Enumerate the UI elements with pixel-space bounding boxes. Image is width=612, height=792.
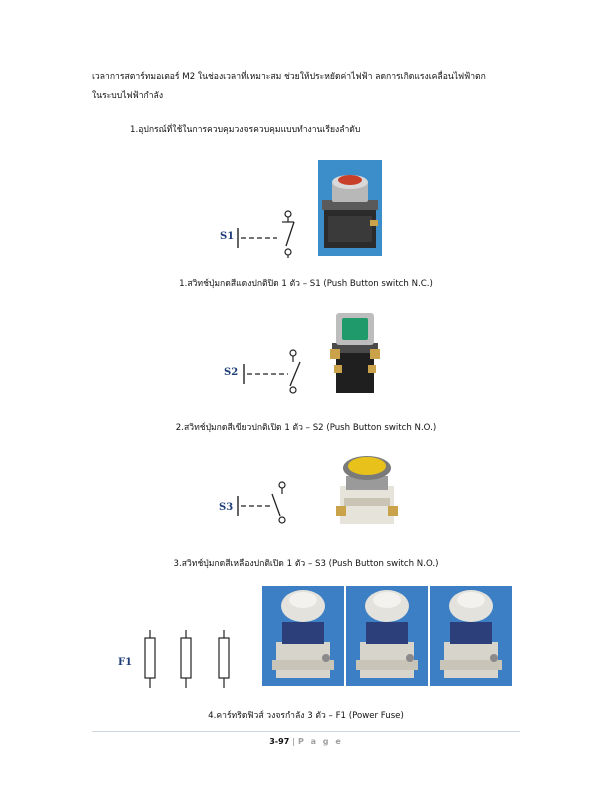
section-heading: 1.อุปกรณ์ที่ใช้ในการควบคุมวงจรควบคุมแบบท… bbox=[130, 125, 361, 135]
page-footer: 3-97|P a g e bbox=[0, 737, 612, 746]
intro-line-2: ในระบบไฟฟ้ากำลัง bbox=[92, 91, 164, 101]
fuse-symbol-2 bbox=[180, 630, 192, 688]
page-word: P a g e bbox=[297, 737, 343, 746]
yellow-push-button-photo bbox=[330, 450, 404, 528]
footer-separator: | bbox=[292, 737, 295, 746]
s3-symbol-label: S3 bbox=[219, 502, 234, 513]
s2-no-switch-symbol bbox=[243, 349, 301, 394]
fuse-symbol-1 bbox=[144, 630, 156, 688]
intro-line-1: เวลาการสตาร์ทมอเตอร์ M2 ในช่องเวลาที่เหม… bbox=[92, 72, 486, 82]
item-1-caption: 1.สวิทช์ปุ่มกดสีแดงปกติปิด 1 ตัว – S1 (P… bbox=[179, 279, 433, 289]
page-number: 3-97 bbox=[269, 737, 290, 746]
s1-nc-switch-symbol bbox=[237, 210, 295, 258]
item-2-caption: 2.สวิทช์ปุ่มกดสีเขียวปกติเปิด 1 ตัว – S2… bbox=[175, 423, 437, 433]
item-4-caption: 4.คาร์ทริดฟิวส์ วงจรกำลัง 3 ตัว – F1 (Po… bbox=[208, 711, 404, 721]
fuse-symbol-3 bbox=[218, 630, 230, 688]
s2-symbol-label: S2 bbox=[224, 367, 239, 378]
f1-symbol-label: F1 bbox=[118, 657, 133, 668]
power-fuse-photo-3 bbox=[430, 586, 512, 686]
red-push-button-photo bbox=[318, 160, 382, 256]
s3-no-switch-symbol bbox=[237, 481, 286, 524]
green-push-button-photo bbox=[328, 305, 382, 397]
item-3-caption: 3.สวิทช์ปุ่มกดสีเหลืองปกติเปิด 1 ตัว – S… bbox=[173, 559, 439, 569]
power-fuse-photo-1 bbox=[262, 586, 344, 686]
power-fuse-photo-2 bbox=[346, 586, 428, 686]
footer-divider bbox=[92, 731, 520, 732]
s1-symbol-label: S1 bbox=[220, 231, 235, 242]
intro-paragraph: เวลาการสตาร์ทมอเตอร์ M2 ในช่องเวลาที่เหม… bbox=[92, 68, 532, 106]
f1-fuse-symbols bbox=[144, 630, 230, 688]
